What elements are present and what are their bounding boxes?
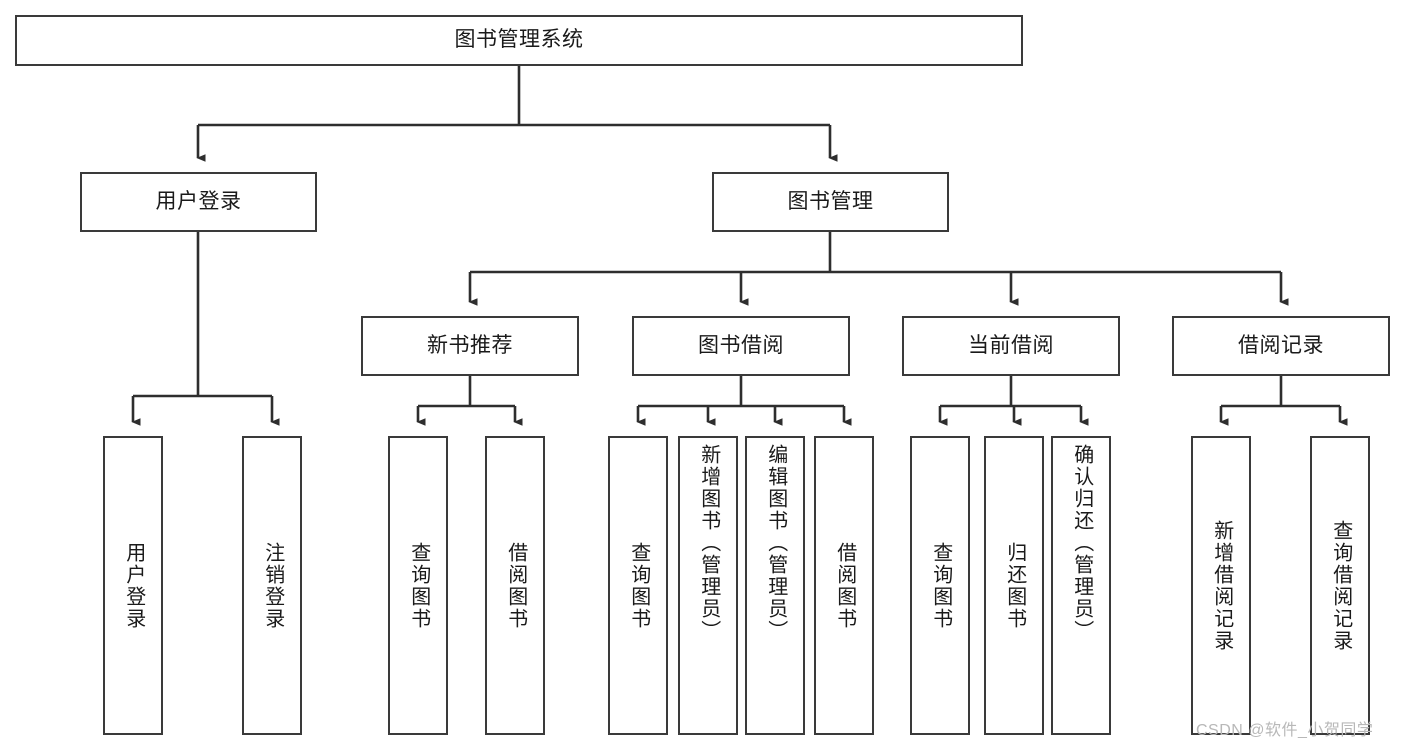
leaf-borrow-book[interactable]: 借阅图书	[814, 436, 874, 735]
leaf-return-book[interactable]: 归还图书	[984, 436, 1044, 735]
watermark: CSDN @软件_小贺同学	[1196, 722, 1374, 739]
node-book-manage[interactable]: 图书管理	[712, 172, 949, 232]
node-user-login[interactable]: 用户登录	[80, 172, 317, 232]
leaf-borrow-book-rec-label: 借阅图书	[504, 541, 527, 630]
leaf-edit-book-admin-label: 编辑图书（管理员）	[764, 444, 787, 642]
leaf-query-book-rec[interactable]: 查询图书	[388, 436, 448, 735]
leaf-add-borrow-record-label: 新增借阅记录	[1210, 519, 1233, 652]
node-new-book-rec-label: 新书推荐	[427, 333, 513, 357]
node-root[interactable]: 图书管理系统	[15, 15, 1023, 66]
leaf-confirm-return-admin[interactable]: 确认归还（管理员）	[1051, 436, 1111, 735]
leaf-user-login-label: 用户登录	[122, 541, 145, 630]
leaf-add-borrow-record[interactable]: 新增借阅记录	[1191, 436, 1251, 735]
node-book-borrow-label: 图书借阅	[698, 333, 784, 357]
node-current-borrow-label: 当前借阅	[968, 333, 1054, 357]
node-borrow-record[interactable]: 借阅记录	[1172, 316, 1390, 376]
leaf-query-book-rec-label: 查询图书	[407, 541, 430, 630]
node-book-borrow[interactable]: 图书借阅	[632, 316, 850, 376]
leaf-borrow-book-rec[interactable]: 借阅图书	[485, 436, 545, 735]
node-new-book-rec[interactable]: 新书推荐	[361, 316, 579, 376]
leaf-user-logout-label: 注销登录	[261, 541, 284, 630]
node-current-borrow[interactable]: 当前借阅	[902, 316, 1120, 376]
node-root-label: 图书管理系统	[454, 28, 584, 52]
leaf-borrow-book-label: 借阅图书	[833, 541, 856, 630]
node-user-login-label: 用户登录	[155, 189, 242, 213]
leaf-query-book-cur-label: 查询图书	[929, 541, 952, 630]
leaf-user-login[interactable]: 用户登录	[103, 436, 163, 735]
node-borrow-record-label: 借阅记录	[1238, 333, 1324, 357]
leaf-query-borrow-record[interactable]: 查询借阅记录	[1310, 436, 1370, 735]
leaf-edit-book-admin[interactable]: 编辑图书（管理员）	[745, 436, 805, 735]
leaf-user-logout[interactable]: 注销登录	[242, 436, 302, 735]
leaf-add-book-admin-label: 新增图书（管理员）	[697, 444, 720, 642]
leaf-query-book-cur[interactable]: 查询图书	[910, 436, 970, 735]
leaf-query-borrow-record-label: 查询借阅记录	[1329, 519, 1352, 652]
leaf-query-book-borrow[interactable]: 查询图书	[608, 436, 668, 735]
leaf-return-book-label: 归还图书	[1003, 541, 1026, 630]
leaf-confirm-return-admin-label: 确认归还（管理员）	[1070, 444, 1093, 642]
leaf-add-book-admin[interactable]: 新增图书（管理员）	[678, 436, 738, 735]
node-book-manage-label: 图书管理	[787, 189, 874, 213]
leaf-query-book-borrow-label: 查询图书	[627, 541, 650, 630]
